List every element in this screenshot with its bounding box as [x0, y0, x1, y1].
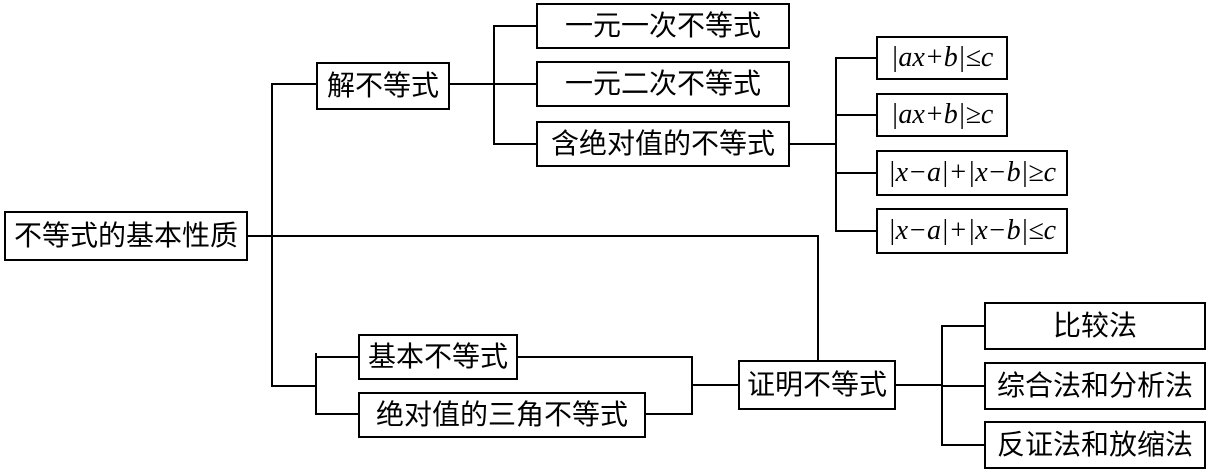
- abs-case-node: |ax+b|≤c: [876, 36, 1008, 80]
- solve-child-label: 一元二次不等式: [564, 67, 761, 100]
- solve-label: 解不等式: [326, 69, 439, 102]
- solve-child-label: 一元一次不等式: [564, 9, 761, 42]
- abs-case-label: |ax+b|≥c: [890, 99, 994, 130]
- solve-child-node: 含绝对值的不等式: [536, 121, 790, 167]
- abs-case-node: |ax+b|≥c: [876, 93, 1008, 137]
- abs-case-label: |x−a|+|x−b|≥c: [887, 157, 1057, 188]
- connector-prove-methods: [895, 325, 985, 446]
- solve-child-node: 一元一次不等式: [536, 3, 790, 49]
- connector-solve-children: [449, 25, 537, 145]
- basics-node: 基本不等式: [358, 334, 518, 380]
- abs-case-node: |x−a|+|x−b|≥c: [876, 150, 1068, 196]
- solve-child-node: 一元二次不等式: [536, 61, 790, 107]
- proof-method-label: 比较法: [1052, 309, 1137, 342]
- basics-node: 绝对值的三角不等式: [358, 392, 646, 438]
- basics-label: 绝对值的三角不等式: [375, 398, 628, 431]
- connector-basics-to-prove: [517, 356, 739, 415]
- connector-root-to-prove: [247, 235, 819, 361]
- root-node: 不等式的基本性质: [4, 211, 248, 261]
- proof-method-node: 比较法: [984, 302, 1206, 350]
- abs-case-label: |x−a|+|x−b|≤c: [887, 215, 1057, 246]
- proof-method-node: 综合法和分析法: [984, 362, 1206, 410]
- proof-method-label: 综合法和分析法: [996, 369, 1193, 402]
- abs-case-label: |ax+b|≤c: [890, 42, 994, 73]
- connector-abs-cases: [789, 57, 877, 232]
- connector-basics: [315, 353, 359, 415]
- solve-node: 解不等式: [316, 62, 450, 110]
- proof-method-node: 反证法和放缩法: [984, 421, 1206, 469]
- prove-label: 证明不等式: [746, 368, 887, 401]
- solve-child-label: 含绝对值的不等式: [550, 127, 775, 160]
- basics-label: 基本不等式: [367, 340, 508, 373]
- prove-node: 证明不等式: [738, 360, 896, 410]
- root-label: 不等式的基本性质: [13, 219, 238, 252]
- proof-method-label: 反证法和放缩法: [996, 428, 1193, 461]
- abs-case-node: |x−a|+|x−b|≤c: [876, 208, 1068, 254]
